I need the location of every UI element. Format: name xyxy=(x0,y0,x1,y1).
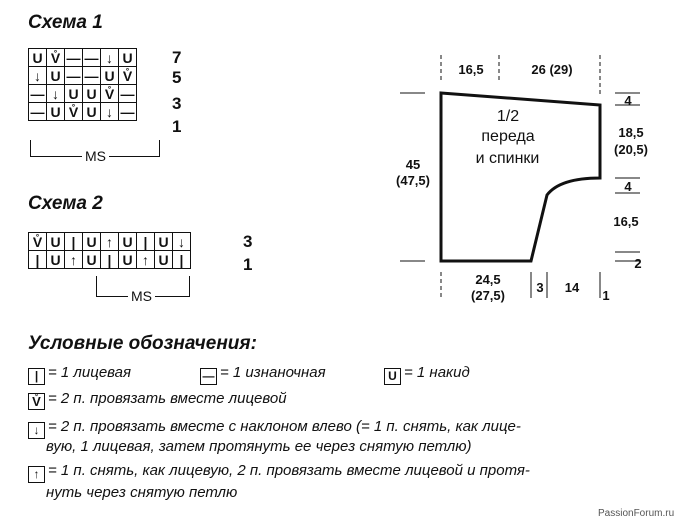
dim-bottom-width-alt: (27,5) xyxy=(471,288,505,303)
legend-item-sk2p: ↑= 1 п. снять, как лицевую, 2 п. провяза… xyxy=(28,462,530,483)
legend-heading: Условные обозначения: xyxy=(28,333,257,354)
pattern-outline xyxy=(439,91,602,263)
legend-item-ssk-cont: вую, 1 лицевая, затем протянуть ее через… xyxy=(46,438,472,455)
dim-tick-4b: 4 xyxy=(624,179,632,194)
scheme2-cell: U xyxy=(46,250,65,269)
dim-tick-2: 2 xyxy=(634,256,642,271)
legend-item-k2tog: V̊= 2 п. провязать вместе лицевой xyxy=(28,390,287,410)
scheme1-row-label-3: 3 xyxy=(172,94,182,113)
scheme2-row-label-3: 3 xyxy=(243,232,253,251)
scheme2-cell: ↑ xyxy=(136,250,155,269)
scheme1-row-label-7: 7 xyxy=(172,48,182,67)
pattern-label-line1: 1/2 xyxy=(496,108,520,125)
watermark: PassionForum.ru xyxy=(598,508,675,519)
legend-item-ssk: ↓= 2 п. провязать вместе с наклоном влев… xyxy=(28,418,521,439)
scheme1-cell: — xyxy=(118,102,137,121)
sk2p-arrow-up-icon: ↑ xyxy=(28,466,45,483)
legend-item-yarnover: U= 1 накид xyxy=(384,364,470,385)
pattern-label-line3: и спинки xyxy=(475,150,540,167)
dim-bottom-14: 14 xyxy=(564,280,580,295)
k2tog-symbol-icon: V̊ xyxy=(28,393,45,410)
scheme2-cell: | xyxy=(28,250,47,269)
scheme1-cell: — xyxy=(64,66,83,85)
scheme1-row-label-1: 1 xyxy=(172,117,182,136)
ssk-arrow-down-icon: ↓ xyxy=(28,422,45,439)
scheme2-title: Схема 2 xyxy=(28,193,103,214)
yarnover-symbol-icon: U xyxy=(384,368,401,385)
dim-right-top: 18,5 xyxy=(618,125,644,140)
knit-symbol-icon: | xyxy=(28,368,45,385)
scheme2-row: |U↑U|U↑U| xyxy=(28,250,191,269)
scheme1-cell: U xyxy=(82,102,101,121)
dim-right-mid: 16,5 xyxy=(613,214,639,229)
scheme2-grid: V̊U|U↑U|U↓|U↑U|U↑U| xyxy=(28,232,191,269)
legend-item-purl: —= 1 изнаночная xyxy=(200,364,326,385)
legend-item-knit: |= 1 лицевая xyxy=(28,364,131,385)
purl-symbol-icon: — xyxy=(200,368,217,385)
scheme1-title: Схема 1 xyxy=(28,12,103,33)
scheme2-cell: ↓ xyxy=(172,232,191,251)
dim-bottom-1: 1 xyxy=(602,288,610,303)
scheme1-row-label-5: 5 xyxy=(172,68,182,87)
scheme2-ms-label: MS xyxy=(128,288,155,304)
dim-bottom-width: 24,5 xyxy=(475,272,501,287)
dim-tick-4a: 4 xyxy=(624,93,632,108)
scheme1-cell: — xyxy=(118,84,137,103)
dim-top-left: 16,5 xyxy=(458,62,484,77)
dim-left-height: 45 xyxy=(405,157,421,172)
scheme1-cell: — xyxy=(64,48,83,67)
scheme2-row: V̊U|U↑U|U↓ xyxy=(28,232,191,251)
dim-bottom-3: 3 xyxy=(536,280,544,295)
dim-top-right: 26 (29) xyxy=(531,62,573,77)
scheme2-cell: | xyxy=(172,250,191,269)
dim-left-height-alt: (47,5) xyxy=(396,173,430,188)
pattern-label-line2: переда xyxy=(481,128,535,145)
legend-item-sk2p-cont: нуть через снятую петлю xyxy=(46,484,238,501)
scheme1-ms-label: MS xyxy=(82,148,109,164)
dim-right-top-alt: (20,5) xyxy=(614,142,648,157)
scheme2-row-label-1: 1 xyxy=(243,255,253,274)
